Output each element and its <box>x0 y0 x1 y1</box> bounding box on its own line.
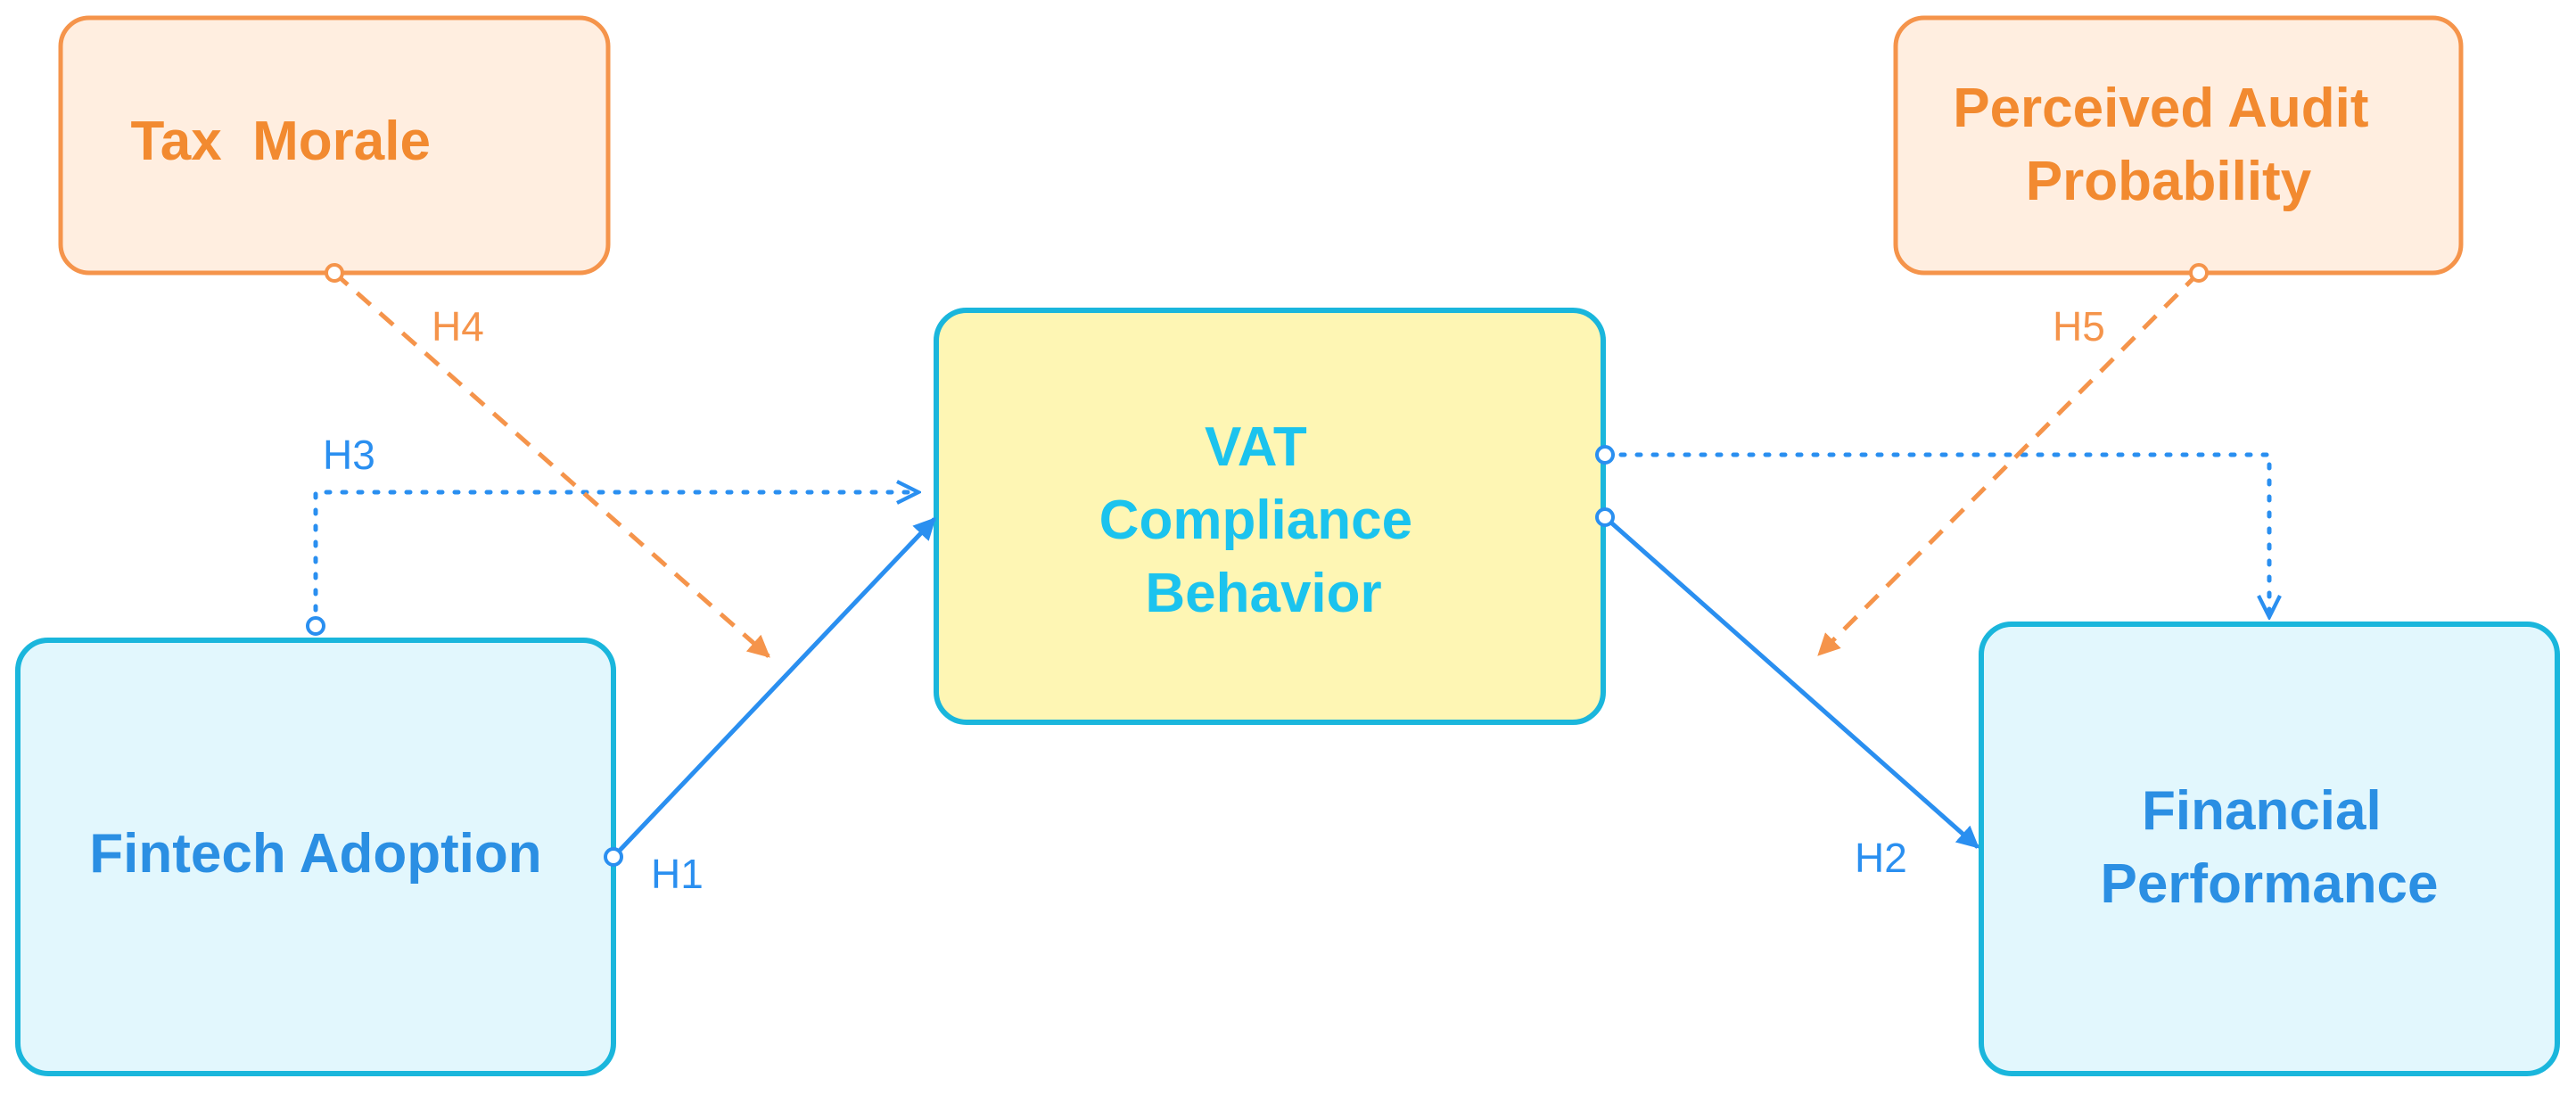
edge-h4-line <box>333 271 770 658</box>
edge-h1-start-dot <box>604 847 623 867</box>
edge-h2-line <box>1603 515 1979 849</box>
node-financial-performance-label: Financial Performance <box>2100 780 2438 915</box>
edge-h4-start-dot <box>325 263 344 283</box>
edge-h5-line <box>1817 271 2201 656</box>
node-perceived-audit-label: Perceived Audit Probability <box>1953 78 2384 212</box>
edge-h3-branch <box>1595 445 2269 617</box>
edge-h4-label: H4 <box>432 303 484 350</box>
node-perceived-audit-line-2: Probability <box>2026 151 2312 212</box>
node-tax-morale-label: Tax Morale <box>130 111 538 172</box>
node-fintech-adoption: Fintech Adoption <box>15 638 616 1076</box>
node-perceived-audit-line-1: Perceived Audit <box>1953 78 2368 139</box>
edge-h2-start-dot <box>1595 507 1615 527</box>
edge-h3-label: H3 <box>323 432 375 478</box>
edge-h5-start-dot <box>2189 263 2209 283</box>
node-vat-compliance-line-1: VAT <box>1205 416 1307 478</box>
node-financial-performance-box <box>1979 622 2560 1076</box>
edge-h3: H3 <box>306 432 918 636</box>
edge-h5: H5 <box>1817 263 2209 656</box>
edge-h3-branch-line <box>1602 452 2269 617</box>
node-tax-morale: Tax Morale <box>58 15 611 276</box>
edge-h3-line <box>313 492 918 629</box>
node-vat-compliance-behavior: VAT Compliance Behavior <box>934 308 1606 725</box>
node-perceived-audit-probability: Perceived Audit Probability <box>1893 15 2464 276</box>
node-perceived-audit-box <box>1893 15 2464 276</box>
edge-h3-branch-start-dot <box>1595 445 1615 465</box>
edge-h1-label: H1 <box>651 851 704 897</box>
edge-h5-label: H5 <box>2053 303 2105 350</box>
node-vat-compliance-label: VAT Compliance Behavior <box>1099 416 1428 624</box>
node-financial-performance-line-1: Financial <box>2142 780 2382 842</box>
edge-h2: H2 <box>1595 507 1979 881</box>
edge-h3-start-dot <box>306 616 325 636</box>
node-fintech-adoption-label: Fintech Adoption <box>89 823 541 885</box>
node-tax-morale-line-1: Tax Morale <box>130 111 431 172</box>
edge-h1-line <box>612 517 936 859</box>
node-vat-compliance-line-3: Behavior <box>1145 563 1381 624</box>
edge-h2-label: H2 <box>1855 835 1907 881</box>
node-financial-performance-line-2: Performance <box>2100 853 2438 915</box>
node-fintech-adoption-line-1: Fintech Adoption <box>89 823 541 885</box>
node-financial-performance: Financial Performance <box>1979 622 2560 1076</box>
edge-h4: H4 <box>325 263 770 658</box>
edge-h1: H1 <box>604 517 936 897</box>
node-vat-compliance-line-2: Compliance <box>1099 490 1412 551</box>
